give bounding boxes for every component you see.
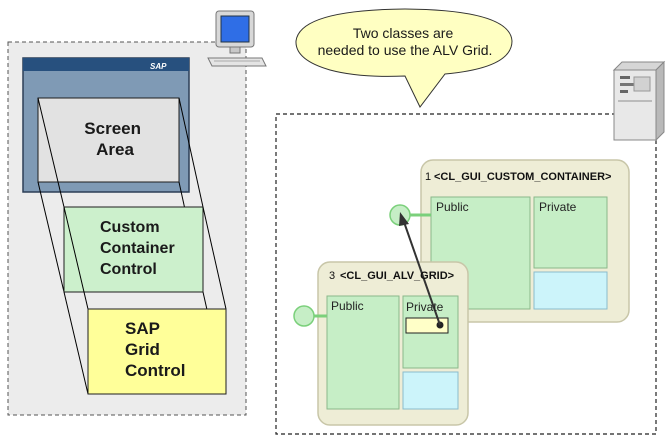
container-private-cyan-section xyxy=(533,271,608,310)
grid-control-box xyxy=(87,308,227,395)
callout-bubble xyxy=(295,8,513,108)
container-public-label: Public xyxy=(436,200,469,214)
custom-container-box xyxy=(63,206,204,293)
grid-class-number: 3 xyxy=(329,270,335,282)
callout-text: Two classes are needed to use the ALV Gr… xyxy=(318,25,493,58)
container-private-section xyxy=(533,196,608,269)
sap-logo: SAP xyxy=(150,62,167,71)
grid-public-section xyxy=(326,295,400,410)
computer-icon xyxy=(207,10,267,67)
grid-public-label: Public xyxy=(331,299,364,313)
perspective-line xyxy=(37,97,65,208)
reference-arrowhead xyxy=(399,212,409,226)
container-class-title: <CL_GUI_CUSTOM_CONTAINER> xyxy=(434,171,611,183)
reference-arrow xyxy=(403,221,441,326)
container-class-number: 1 xyxy=(425,171,431,183)
grid-control-label: SAP Grid Control xyxy=(125,319,185,380)
perspective-line xyxy=(37,181,65,293)
server-icon xyxy=(612,60,666,142)
screen-area-label: Screen Area xyxy=(84,119,145,159)
perspective-line xyxy=(178,97,204,208)
custom-container-label: Custom Container Control xyxy=(100,219,179,278)
grid-interface-knob xyxy=(293,305,315,327)
screen-area-box xyxy=(37,97,180,183)
perspective-line xyxy=(63,291,89,395)
sap-title-bar xyxy=(23,58,189,71)
perspective-line xyxy=(63,206,89,310)
grid-private-attribute xyxy=(405,317,449,334)
grid-private-cyan-section xyxy=(402,371,459,410)
container-private-label: Private xyxy=(539,200,577,214)
grid-private-label: Private xyxy=(406,300,444,314)
perspective-line xyxy=(202,206,227,310)
grid-class-title: <CL_GUI_ALV_GRID> xyxy=(340,270,454,282)
